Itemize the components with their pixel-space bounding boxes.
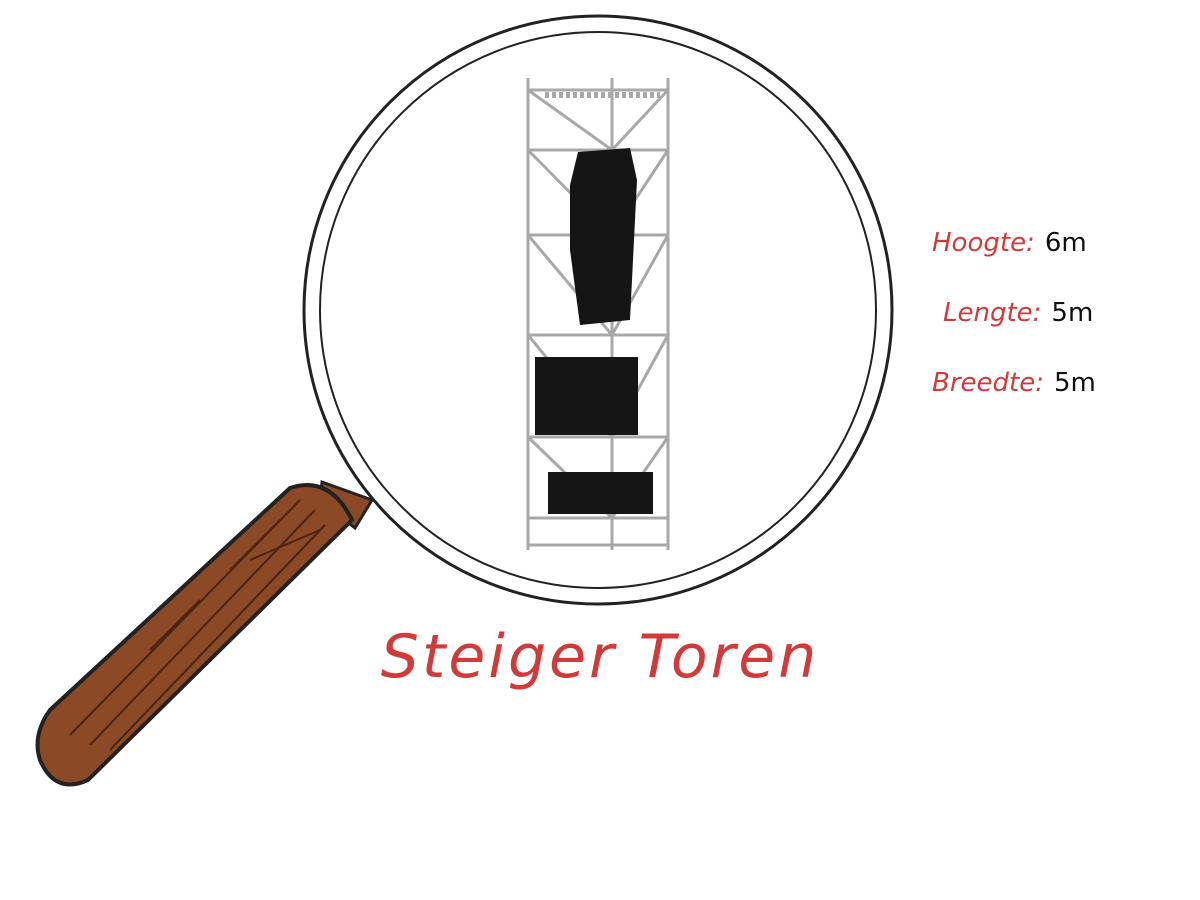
spec-width: Breedte: 5m: [932, 368, 1096, 398]
spec-label: Hoogte:: [932, 228, 1035, 258]
spec-value: 5m: [1051, 298, 1094, 328]
spec-value: 5m: [1053, 368, 1096, 398]
magnifier-handle: [35, 479, 375, 787]
spec-length: Lengte: 5m: [943, 298, 1093, 328]
spec-label: Lengte:: [943, 298, 1042, 328]
spec-height: Hoogte: 6m: [932, 228, 1087, 258]
page-title: Steiger Toren: [380, 622, 820, 692]
speaker-boxes: [535, 148, 653, 514]
spec-value: 6m: [1044, 228, 1087, 258]
spec-label: Breedte:: [932, 368, 1044, 398]
